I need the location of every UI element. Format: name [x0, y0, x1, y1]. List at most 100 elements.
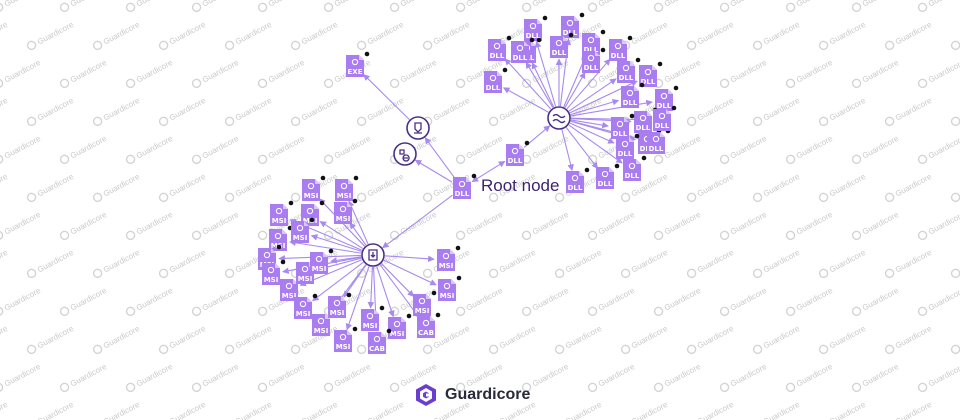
watermark-tile: Guardicore [828, 400, 868, 420]
guardicore-logo-icon [416, 384, 436, 406]
watermark-tile: Guardicore [455, 210, 505, 241]
file-type-label: MSI [330, 309, 345, 317]
file-gear-icon [351, 58, 359, 66]
msi-file-node[interactable]: MSI [437, 245, 461, 271]
svg-text:Guardicore: Guardicore [498, 248, 538, 275]
node-status-dot [280, 259, 286, 265]
graph-edge [561, 129, 574, 171]
svg-text:Guardicore: Guardicore [102, 172, 142, 199]
msi-file-node[interactable]: MSI [335, 175, 359, 201]
dll-file-node[interactable]: DLL [488, 35, 512, 61]
svg-text:Guardicore: Guardicore [234, 96, 274, 123]
dll-file-node[interactable]: DLL [616, 133, 640, 159]
file-type-label: DLL [611, 52, 626, 60]
dll-file-node[interactable]: DLL [582, 47, 606, 73]
cab-file-node[interactable]: CAB [368, 328, 392, 354]
watermark-tile: Guardicore [686, 20, 736, 51]
watermark-tile: Guardicore [785, 286, 835, 317]
node-status-dot [542, 15, 548, 21]
exe-file-node[interactable]: EXE [346, 51, 370, 77]
svg-text:Guardicore: Guardicore [729, 210, 769, 237]
installer-icon[interactable] [406, 116, 430, 140]
watermark-tile: Guardicore [0, 286, 43, 317]
svg-text:Guardicore: Guardicore [663, 210, 703, 237]
dll-file-node[interactable]: DLL [582, 29, 606, 55]
dll-file-node[interactable]: DLL [524, 15, 548, 41]
file-gear-icon [443, 282, 451, 290]
svg-text:Guardicore: Guardicore [0, 324, 10, 351]
svg-text:Guardicore: Guardicore [828, 96, 868, 123]
watermark-tile: Guardicore [158, 96, 208, 127]
node-status-dot [502, 67, 508, 73]
watermark-tile: Guardicore [0, 400, 10, 420]
wave-icon-glyph [552, 113, 566, 124]
dll-file-node[interactable]: DLL [653, 105, 677, 131]
dll-file-node[interactable]: DLL [623, 155, 647, 181]
msi-file-node[interactable]: MSI [334, 326, 358, 352]
dll-file-node[interactable]: DLL [511, 37, 535, 63]
watermark-tile: Guardicore [0, 210, 43, 241]
watermark-tile: Guardicore [26, 20, 76, 51]
svg-text:Guardicore: Guardicore [201, 286, 241, 313]
svg-text:Guardicore: Guardicore [0, 400, 10, 420]
dll-file-node[interactable]: DLL [596, 163, 620, 189]
msi-file-node[interactable]: MSI [270, 200, 294, 226]
svg-text:Guardicore: Guardicore [36, 248, 76, 275]
package-icon[interactable] [361, 243, 385, 267]
dll-file-node[interactable]: DLL [621, 82, 645, 108]
msi-file-node[interactable]: MSI [310, 248, 334, 274]
msi-file-node[interactable]: MSI [361, 305, 385, 331]
settings-icon[interactable] [393, 142, 417, 166]
svg-text:Guardicore: Guardicore [168, 324, 208, 351]
msi-file-node[interactable]: MSI [334, 198, 358, 224]
watermark-tile: Guardicore [950, 400, 960, 420]
node-status-dot [600, 29, 606, 35]
dll-file-node[interactable]: DLL [484, 67, 508, 93]
graph-edge [569, 122, 615, 144]
watermark-tile: Guardicore [224, 20, 274, 51]
dll-file-node[interactable]: DLL [617, 57, 641, 83]
watermark-tile: Guardicore [92, 248, 142, 279]
watermark-tile: Guardicore [752, 96, 802, 127]
file-type-label: DLL [486, 84, 501, 92]
cab-file-node[interactable]: CAB [417, 312, 441, 338]
watermark-tile: Guardicore [653, 286, 703, 317]
watermark-tile: Guardicore [59, 0, 109, 13]
watermark-tile: Guardicore [158, 20, 208, 51]
msi-file-node[interactable]: MSI [413, 290, 437, 316]
msi-file-node[interactable]: MSI [294, 293, 318, 319]
dll-file-node[interactable]: DLL [655, 85, 679, 111]
file-gear-icon [626, 89, 634, 97]
svg-text:Guardicore: Guardicore [762, 324, 802, 351]
msi-file-node[interactable]: MSI [302, 175, 326, 201]
dll-file-node[interactable]: DLL [566, 167, 590, 193]
dll-file-node[interactable]: DLL [611, 113, 635, 139]
node-status-dot [386, 328, 392, 334]
msi-file-node[interactable]: MSI [262, 259, 286, 285]
wave-icon[interactable] [547, 106, 571, 130]
dll-file-node[interactable]: DLL [550, 32, 574, 58]
root-dll-node[interactable]: DLL [453, 173, 477, 199]
file-type-label: DLL [657, 102, 672, 110]
svg-text:Guardicore: Guardicore [828, 400, 868, 420]
dll-file-node[interactable]: DLL [506, 140, 530, 166]
msi-file-node[interactable]: MSI [328, 292, 352, 318]
dll-file-node[interactable]: DLL [639, 61, 663, 87]
svg-text:Guardicore: Guardicore [894, 172, 934, 199]
watermark-tile: Guardicore [851, 134, 901, 165]
dll-file-node[interactable]: DLL [609, 35, 633, 61]
svg-text:Guardicore: Guardicore [135, 0, 175, 8]
watermark-tile: Guardicore [257, 134, 307, 165]
msi-file-node[interactable]: MSI [291, 217, 315, 243]
watermark-tile: Guardicore [0, 172, 10, 199]
node-status-dot [435, 312, 441, 318]
file-gear-icon [442, 252, 450, 260]
watermark-tile: Guardicore [92, 20, 142, 51]
msi-file-node[interactable]: MSI [388, 313, 412, 339]
watermark-tile: Guardicore [950, 172, 960, 203]
svg-text:Guardicore: Guardicore [432, 96, 472, 123]
watermark-tile: Guardicore [785, 210, 835, 241]
msi-file-node[interactable]: MSI [438, 275, 462, 301]
file-type-label: EXE [348, 68, 363, 76]
